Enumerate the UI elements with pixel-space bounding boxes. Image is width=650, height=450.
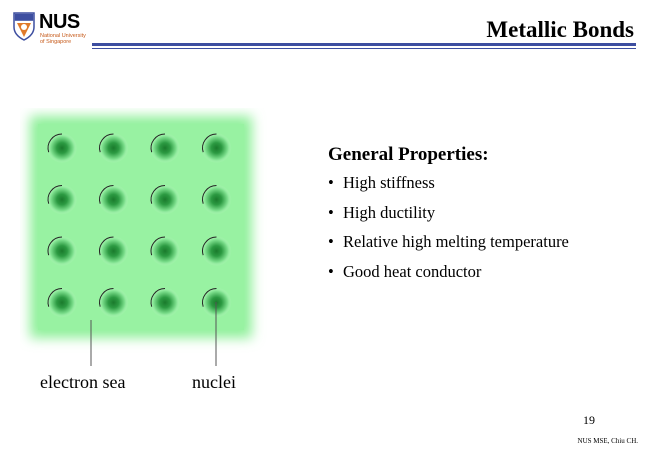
nucleus-outline bbox=[150, 133, 166, 153]
nucleus-outline bbox=[47, 288, 63, 307]
list-item: • Good heat conductor bbox=[328, 262, 569, 292]
property-text: High stiffness bbox=[343, 173, 435, 192]
logo-subtitle-line2: of Singapore bbox=[40, 39, 72, 45]
property-text: Good heat conductor bbox=[343, 261, 482, 281]
nucleus bbox=[98, 133, 129, 163]
nucleus-outline bbox=[202, 133, 217, 153]
nucleus-outline bbox=[150, 288, 166, 307]
bullet-icon: • bbox=[328, 202, 334, 222]
nucleus-outline bbox=[99, 288, 114, 307]
nucleus bbox=[47, 287, 77, 318]
nucleus bbox=[98, 287, 129, 318]
nucleus-outline bbox=[202, 185, 217, 204]
footer-credit: NUS MSE, Chiu CH. bbox=[577, 437, 638, 445]
nucleus bbox=[150, 133, 180, 163]
diagram-svg bbox=[30, 116, 252, 366]
property-text: Relative high melting temperature bbox=[343, 232, 569, 251]
nucleus-outline bbox=[99, 236, 114, 256]
list-item: • High ductility bbox=[328, 203, 569, 233]
nucleus-outline bbox=[202, 236, 217, 256]
nucleus-outline bbox=[150, 185, 166, 204]
nucleus bbox=[98, 236, 129, 266]
logo-wordmark: NUS bbox=[39, 11, 80, 33]
nucleus-outline bbox=[99, 133, 114, 153]
properties-list: • High stiffness • High ductility • Relativ… bbox=[328, 173, 569, 291]
nucleus bbox=[201, 133, 232, 163]
header-rule-thick bbox=[92, 43, 636, 46]
nucleus bbox=[150, 287, 180, 318]
bullet-icon: • bbox=[328, 173, 334, 192]
metallic-bond-diagram: electron sea nuclei bbox=[20, 108, 270, 413]
header-rule-thin bbox=[92, 48, 636, 49]
bullet-icon: • bbox=[328, 232, 334, 251]
bullet-icon: • bbox=[328, 261, 334, 281]
nucleus-outline bbox=[150, 236, 166, 256]
electron-sea-label: electron sea bbox=[40, 372, 126, 392]
property-text: High ductility bbox=[343, 202, 436, 222]
nuclei-label: nuclei bbox=[192, 372, 236, 392]
nus-logo: NUS National University of Singapore bbox=[12, 11, 92, 47]
nucleus-outline bbox=[47, 236, 63, 256]
nucleus bbox=[47, 133, 77, 163]
page-title: Metallic Bonds bbox=[486, 17, 634, 42]
page-number: 19 bbox=[583, 413, 595, 427]
properties-heading: General Properties: bbox=[328, 144, 489, 165]
nucleus-outline bbox=[47, 133, 63, 153]
nucleus bbox=[47, 184, 77, 215]
nucleus bbox=[98, 184, 129, 215]
logo-subtitle-line1: National University bbox=[40, 33, 86, 39]
nucleus bbox=[201, 184, 232, 215]
nucleus-outline bbox=[99, 185, 114, 204]
nuclei-group bbox=[47, 133, 232, 318]
nucleus-outline bbox=[47, 185, 63, 204]
nus-crest-icon bbox=[13, 12, 35, 41]
nucleus bbox=[201, 236, 232, 266]
nucleus bbox=[47, 236, 77, 266]
nucleus bbox=[150, 184, 180, 215]
list-item: • High stiffness bbox=[328, 173, 569, 203]
nucleus bbox=[150, 236, 180, 266]
general-properties: General Properties: • High stiffness • Hig… bbox=[328, 144, 569, 291]
nucleus-outline bbox=[202, 288, 217, 307]
list-item: • Relative high melting temperature bbox=[328, 232, 569, 262]
